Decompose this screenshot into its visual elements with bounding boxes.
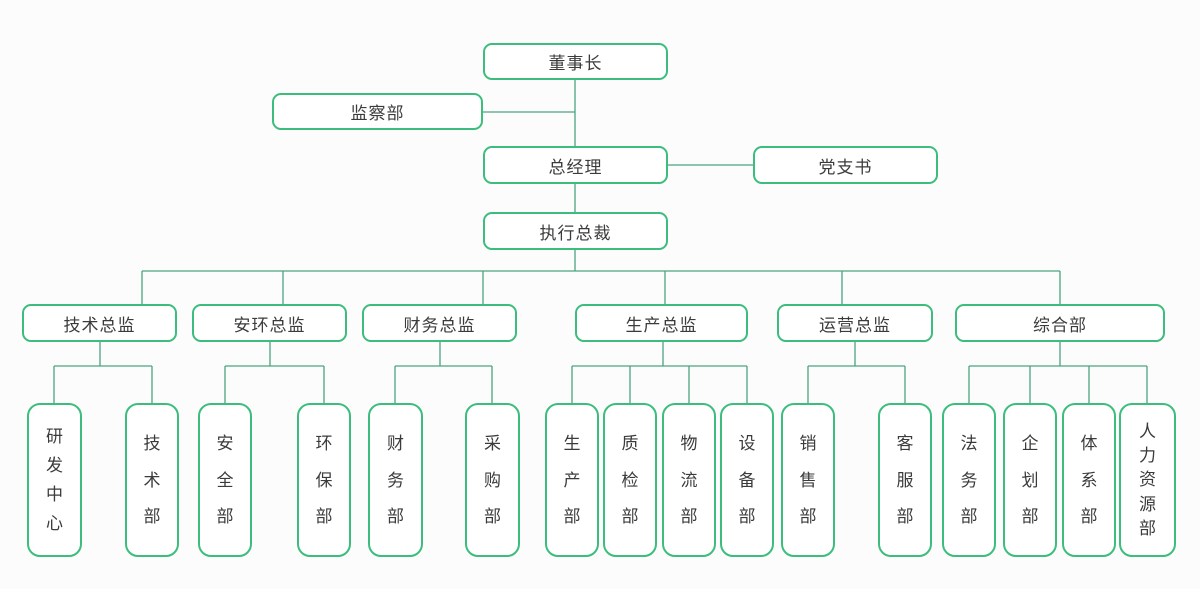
node-label: 企划部 <box>1021 434 1039 526</box>
connector-safety-env-group <box>224 342 325 403</box>
node-label: 财务部 <box>387 434 404 526</box>
node-label: 财务总监 <box>403 315 476 335</box>
node-dept-hr[interactable]: 人力资源部 <box>1119 403 1176 557</box>
node-label: 技术总监 <box>63 315 136 335</box>
node-label: 客服部 <box>896 434 914 526</box>
node-dept-production[interactable]: 生产部 <box>545 403 599 557</box>
node-label: 人力资源部 <box>1139 422 1156 538</box>
node-label: 设备部 <box>738 434 756 526</box>
node-label: 体系部 <box>1080 434 1098 526</box>
node-director-safety-env[interactable]: 安环总监 <box>192 304 347 342</box>
node-dept-safety[interactable]: 安全部 <box>198 403 252 557</box>
node-chairman[interactable]: 董事长 <box>483 43 668 80</box>
node-supervision-dept[interactable]: 监察部 <box>272 93 483 130</box>
node-dept-equipment[interactable]: 设备部 <box>720 403 774 557</box>
node-label: 环保部 <box>315 434 333 526</box>
node-dept-rd-center[interactable]: 研发中心 <box>27 403 82 557</box>
node-dept-finance[interactable]: 财务部 <box>368 403 423 557</box>
node-label: 生产总监 <box>625 315 698 335</box>
node-dept-environment[interactable]: 环保部 <box>297 403 351 557</box>
node-dept-system[interactable]: 体系部 <box>1062 403 1116 557</box>
node-label: 安全部 <box>216 434 234 526</box>
node-label: 质检部 <box>621 434 639 526</box>
node-label: 技术部 <box>143 434 161 526</box>
connector-tech-group <box>53 342 153 403</box>
node-director-operations[interactable]: 运营总监 <box>777 304 933 342</box>
node-dept-procurement[interactable]: 采购部 <box>465 403 520 557</box>
node-label: 总经理 <box>548 157 603 177</box>
node-label: 研发中心 <box>46 427 63 533</box>
node-label: 执行总裁 <box>539 223 612 243</box>
node-label: 监察部 <box>350 104 405 123</box>
connector-main-bus <box>141 270 1061 304</box>
node-label: 采购部 <box>484 434 501 526</box>
node-label: 生产部 <box>563 434 581 526</box>
node-dept-quality[interactable]: 质检部 <box>603 403 657 557</box>
node-general-affairs-dept[interactable]: 综合部 <box>955 304 1165 342</box>
node-party-secretary[interactable]: 党支书 <box>753 146 938 184</box>
node-label: 法务部 <box>960 434 978 526</box>
connector-operations-group <box>807 342 906 403</box>
node-label: 销售部 <box>799 434 817 526</box>
node-general-manager[interactable]: 总经理 <box>483 146 668 184</box>
node-label: 运营总监 <box>819 315 891 335</box>
node-label: 物流部 <box>680 434 698 526</box>
node-dept-customer-service[interactable]: 客服部 <box>878 403 932 557</box>
connector-chairman-chain <box>483 80 753 271</box>
connector-finance-group <box>394 342 493 403</box>
node-label: 安环总监 <box>233 315 306 335</box>
node-label: 党支书 <box>818 157 873 177</box>
connector-general-group <box>968 342 1148 403</box>
node-dept-logistics[interactable]: 物流部 <box>662 403 716 557</box>
node-dept-technology[interactable]: 技术部 <box>125 403 179 557</box>
connector-production-group <box>571 342 748 403</box>
node-director-production[interactable]: 生产总监 <box>575 304 748 342</box>
node-executive-president[interactable]: 执行总裁 <box>483 212 668 250</box>
node-label: 董事长 <box>548 54 603 73</box>
node-director-finance[interactable]: 财务总监 <box>362 304 517 342</box>
node-dept-legal[interactable]: 法务部 <box>942 403 996 557</box>
node-director-tech[interactable]: 技术总监 <box>22 304 177 342</box>
node-dept-sales[interactable]: 销售部 <box>781 403 835 557</box>
node-label: 综合部 <box>1033 315 1087 335</box>
node-dept-planning[interactable]: 企划部 <box>1003 403 1057 557</box>
